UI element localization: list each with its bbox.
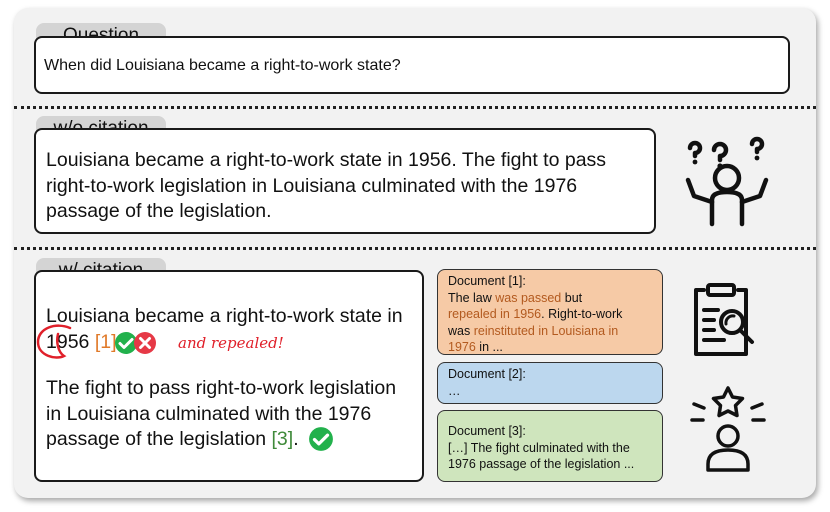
section-divider-2 xyxy=(14,247,816,250)
question-text: When did Louisiana became a right-to-wor… xyxy=(44,57,401,74)
sentence-line: passage of the legislation [3]. xyxy=(46,427,396,453)
cross-circle-icon xyxy=(134,332,156,354)
document-body: The law was passed but repealed in 1956.… xyxy=(448,290,652,356)
confused-person-icon xyxy=(685,136,769,227)
check-circle-icon xyxy=(115,332,137,354)
document-2: Document [2]: … xyxy=(437,362,663,404)
document-3: Document [3]: […] The fight culminated w… xyxy=(437,410,663,482)
document-title: Document [2]: xyxy=(448,367,526,381)
doc-text: but xyxy=(561,290,583,305)
doc-highlight: 1976 xyxy=(448,340,476,354)
document-body: […] The fight culminated with the xyxy=(448,440,630,455)
answer-line: Louisiana became a right-to-work state i… xyxy=(46,149,607,171)
sentence-line: in Louisiana culminated with the 1976 xyxy=(46,402,372,425)
without-citation-box xyxy=(34,128,656,234)
red-circle-highlight xyxy=(36,324,72,359)
with-citation-box xyxy=(34,270,424,482)
document-body: 1976 passage of the legislation ... xyxy=(448,457,635,471)
sentence-line: The fight to pass right-to-work legislat… xyxy=(46,377,397,399)
document-body: … xyxy=(448,383,461,398)
citation-1[interactable]: [1] xyxy=(94,330,117,353)
answer-line: passage of the legislation. xyxy=(46,200,272,222)
question-box xyxy=(34,36,790,94)
without-citation-answer: Louisiana became a right-to-work state i… xyxy=(46,148,606,225)
sentence-line: Louisiana became a right-to-work state i… xyxy=(46,305,403,327)
cited-sentence-2: The fight to pass right-to-work legislat… xyxy=(46,376,396,453)
doc-text: The law xyxy=(448,290,496,305)
answer-line: right-to-work legislation in Louisiana c… xyxy=(46,174,578,197)
doc-highlight: was passed xyxy=(495,290,562,305)
check-circle-icon xyxy=(309,427,333,451)
doc-highlight: reinstituted in Louisiana in xyxy=(473,323,619,338)
section-divider-1 xyxy=(14,106,816,109)
document-1: Document [1]: The law was passed but rep… xyxy=(437,269,663,355)
sentence-text: passage of the legislation xyxy=(46,428,267,450)
doc-text: in ... xyxy=(475,340,503,354)
doc-highlight: repealed in 1956 xyxy=(448,307,542,321)
sentence-end: . xyxy=(293,428,299,450)
citation-3[interactable]: [3] xyxy=(271,428,294,450)
document-title: Document [1]: xyxy=(448,274,526,288)
document-magnify-icon xyxy=(694,283,754,356)
doc-text: was xyxy=(448,323,474,338)
document-title: Document [3]: xyxy=(448,424,526,438)
star-person-icon xyxy=(690,386,766,472)
repealed-annotation: and repealed! xyxy=(178,334,284,352)
doc-text: . Right-to-work xyxy=(541,307,623,321)
